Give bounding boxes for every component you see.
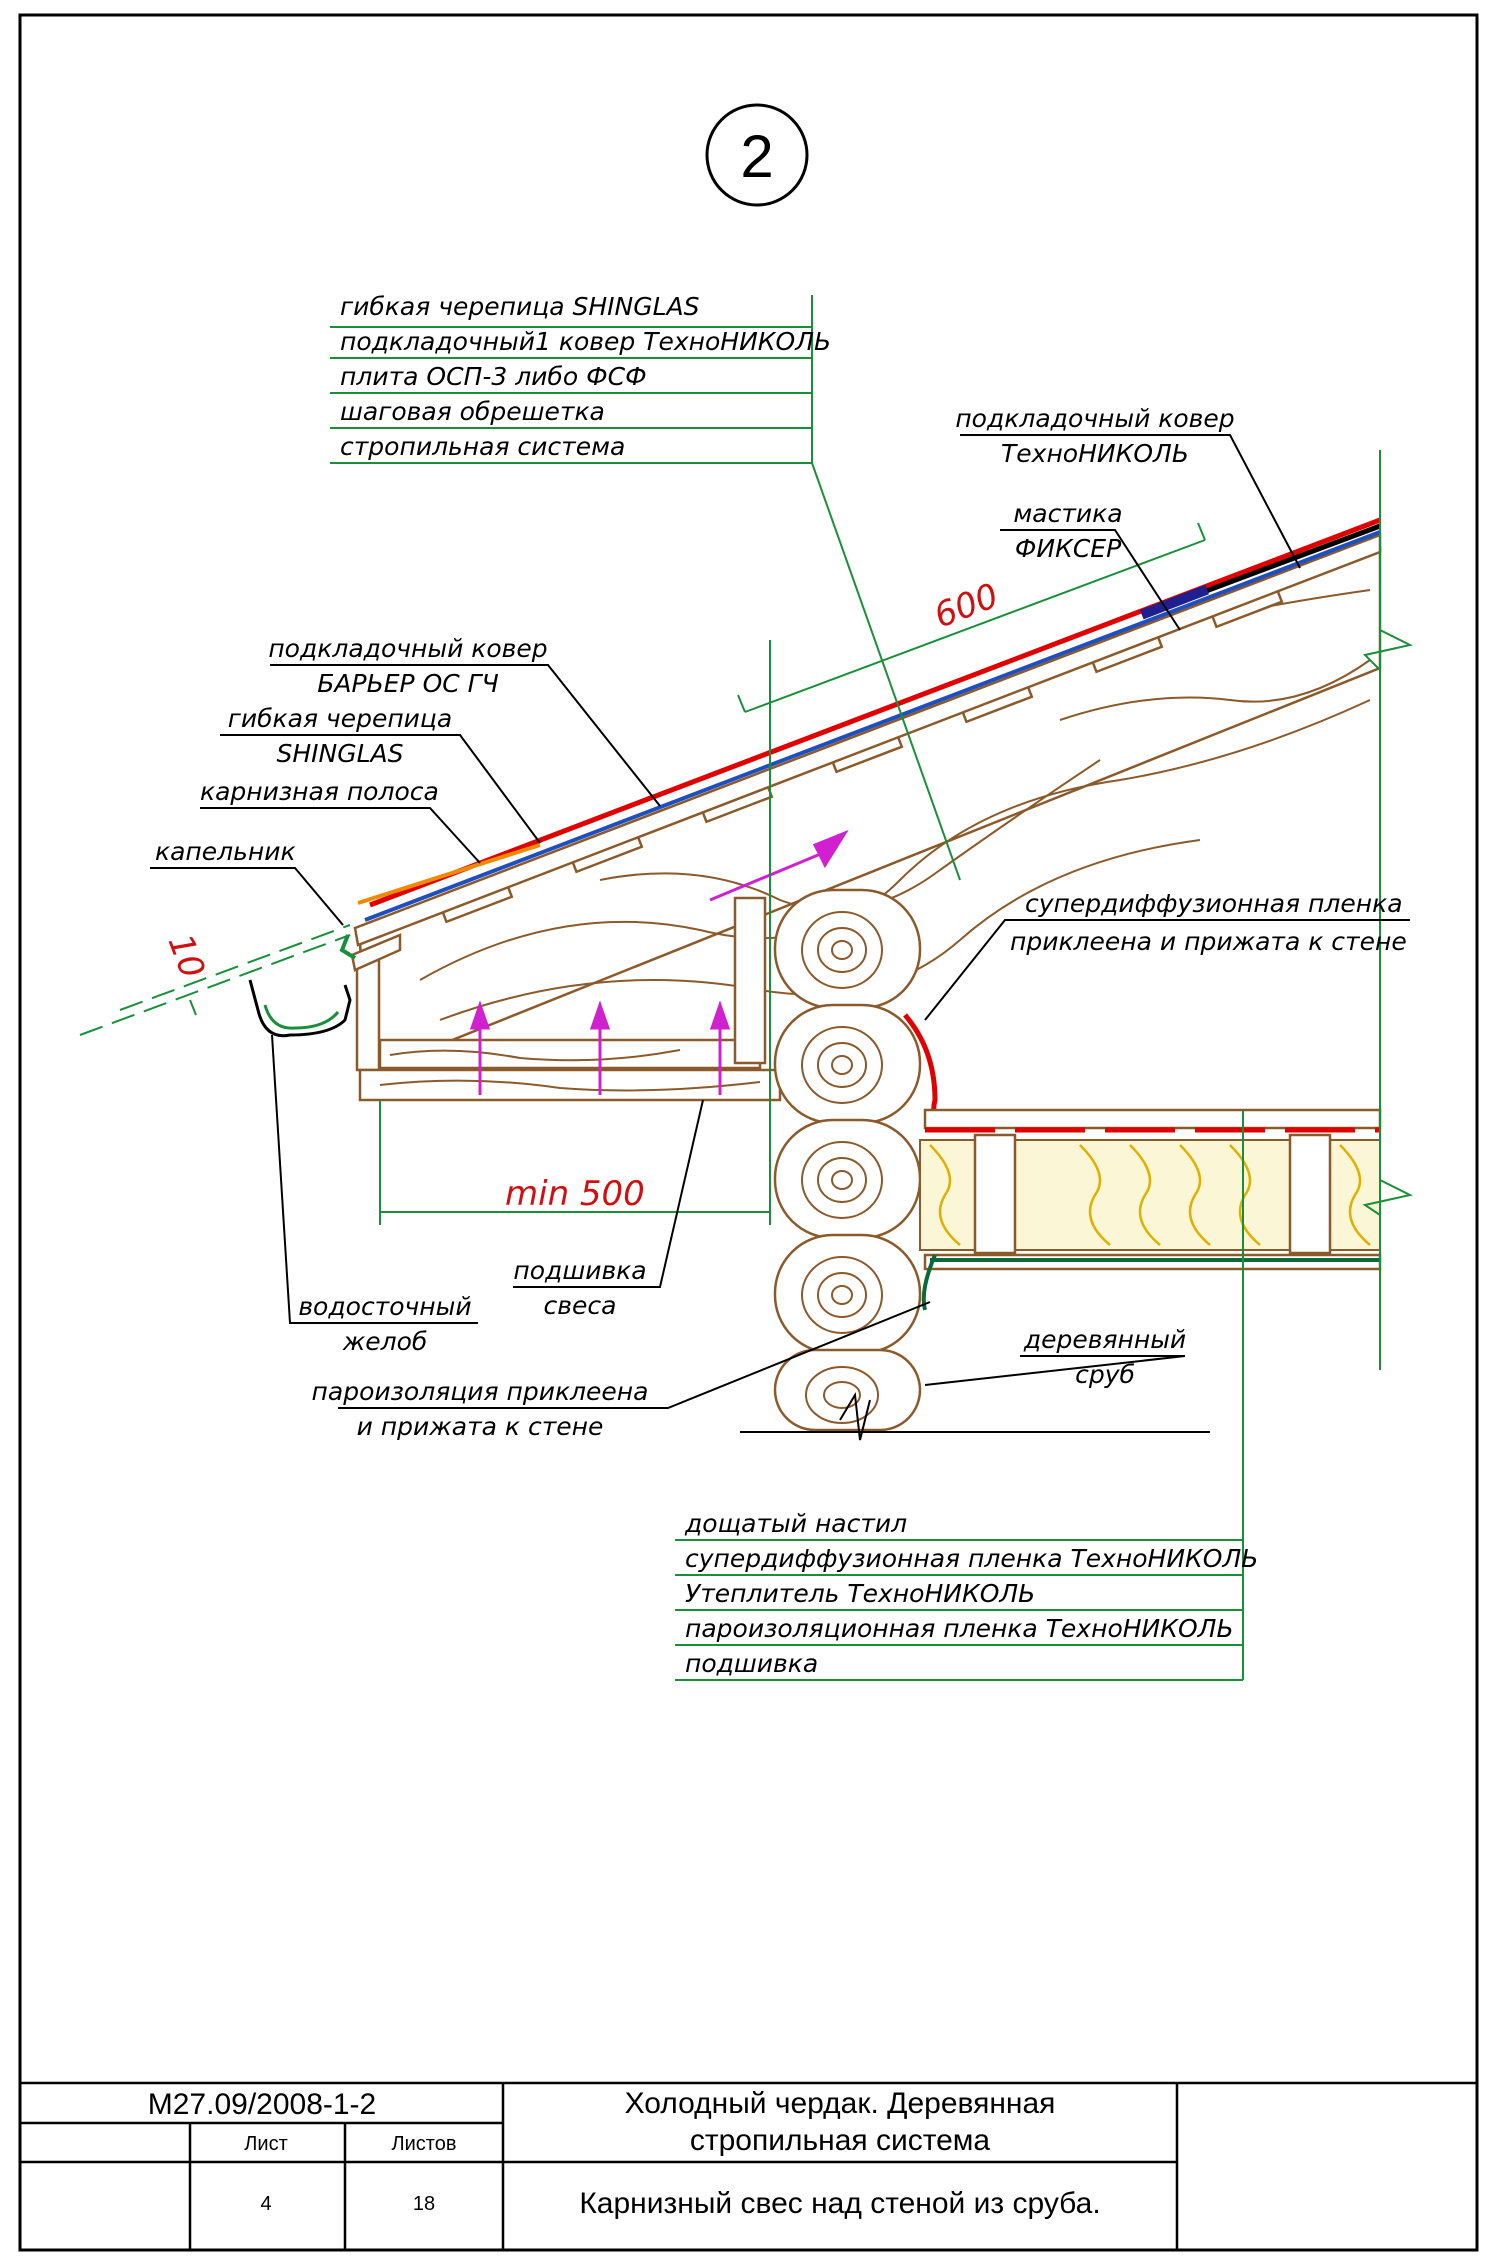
title-code: М27.09/2008-1-2: [148, 2088, 377, 2121]
dim-drip: [79, 924, 351, 1036]
label-insulation: Утеплитель ТехноНИКОЛЬ: [685, 1579, 1035, 1608]
label-superdiff-film: супердиффузионная пленка ТехноНИКОЛЬ: [685, 1544, 1258, 1573]
label-barrier-1: подкладочный ковер: [268, 634, 547, 663]
dim-drip-value: 10: [160, 929, 213, 984]
title-subtitle: Карнизный свес над стеной из сруба.: [579, 2187, 1100, 2220]
title-line-1: Холодный чердак. Деревянная: [625, 2087, 1056, 2120]
detail-number-circle: [705, 103, 809, 207]
label-mastic-1: мастика: [1013, 499, 1122, 528]
title-sheet-label: Лист: [244, 2133, 287, 2155]
ceiling-assembly: [919, 1108, 1382, 1311]
label-underlay-top: подкладочный1 ковер ТехноНИКОЛЬ: [340, 327, 831, 356]
mastic-fixer: [1140, 584, 1209, 620]
labels-bottom-stack: дощатый настил супердиффузионная пленка …: [684, 1509, 1258, 1678]
detail-number: 2: [740, 123, 773, 190]
title-sheets-total: 18: [413, 2193, 435, 2215]
label-underlay-right-1: подкладочный ковер: [955, 404, 1234, 433]
eaves-frame: [350, 896, 782, 1102]
label-ceiling-lining: подшивка: [685, 1649, 818, 1678]
title-block: М27.09/2008-1-2 Лист Листов 4 18 Холодны…: [20, 2081, 1477, 2250]
log-wall: [773, 888, 922, 1441]
underlay-blue-layer: [364, 530, 1381, 922]
label-vapor-film: пароизоляционная пленка ТехноНИКОЛЬ: [685, 1614, 1234, 1643]
osb-sheathing: [353, 533, 1382, 947]
labels-top-stack: гибкая черепица SHINGLAS подкладочный1 к…: [340, 292, 831, 461]
label-rafters: стропильная система: [340, 432, 625, 461]
label-shingles-2: SHINGLAS: [276, 739, 403, 768]
label-shingles-1: гибкая черепица: [228, 704, 453, 733]
label-gutter-2: желоб: [342, 1327, 428, 1356]
eaves-strip-orange: [357, 843, 541, 905]
sheet-frame: [18, 13, 1479, 2252]
dim-overhang-value: min 500: [505, 1174, 645, 1214]
label-eaves-strip: карнизная полоса: [200, 777, 439, 806]
label-decking: дощатый настил: [684, 1509, 907, 1538]
label-vapor-wall-2: и прижата к стене: [357, 1412, 604, 1441]
dim-slope-value: 600: [929, 576, 1004, 637]
label-shingles-top: гибкая черепица SHINGLAS: [340, 292, 700, 321]
label-osb: плита ОСП-3 либо ФСФ: [340, 362, 647, 391]
label-drip: капельник: [155, 837, 296, 866]
label-superdiff-wall-2: приклеена и прижата к стене: [1010, 927, 1407, 956]
title-sheet-number: 4: [260, 2193, 271, 2215]
label-gutter-1: водосточный: [298, 1292, 471, 1321]
title-line-2: стропильная система: [690, 2124, 991, 2157]
label-soffit-2: свеса: [544, 1291, 617, 1320]
label-superdiff-wall-1: супердиффузионная пленка: [1025, 889, 1403, 918]
label-vapor-wall-1: пароизоляция приклеена: [312, 1377, 649, 1406]
label-log-frame-1: деревянный: [1023, 1325, 1186, 1354]
label-battens: шаговая обрешетка: [340, 397, 605, 426]
label-soffit-1: подшивка: [513, 1256, 646, 1285]
title-sheets-label: Листов: [392, 2133, 457, 2155]
gutter: [248, 979, 352, 1038]
airflow-arrows: [469, 829, 849, 1095]
label-mastic-2: ФИКСЕР: [1015, 534, 1122, 563]
label-barrier-2: БАРЬЕР ОС ГЧ: [317, 669, 498, 698]
label-underlay-right-2: ТехноНИКОЛЬ: [1001, 439, 1189, 468]
dim-slope: [737, 522, 1206, 713]
label-log-frame-2: сруб: [1075, 1360, 1135, 1389]
leaders: [150, 295, 1410, 1681]
drip-edge: [339, 934, 357, 960]
